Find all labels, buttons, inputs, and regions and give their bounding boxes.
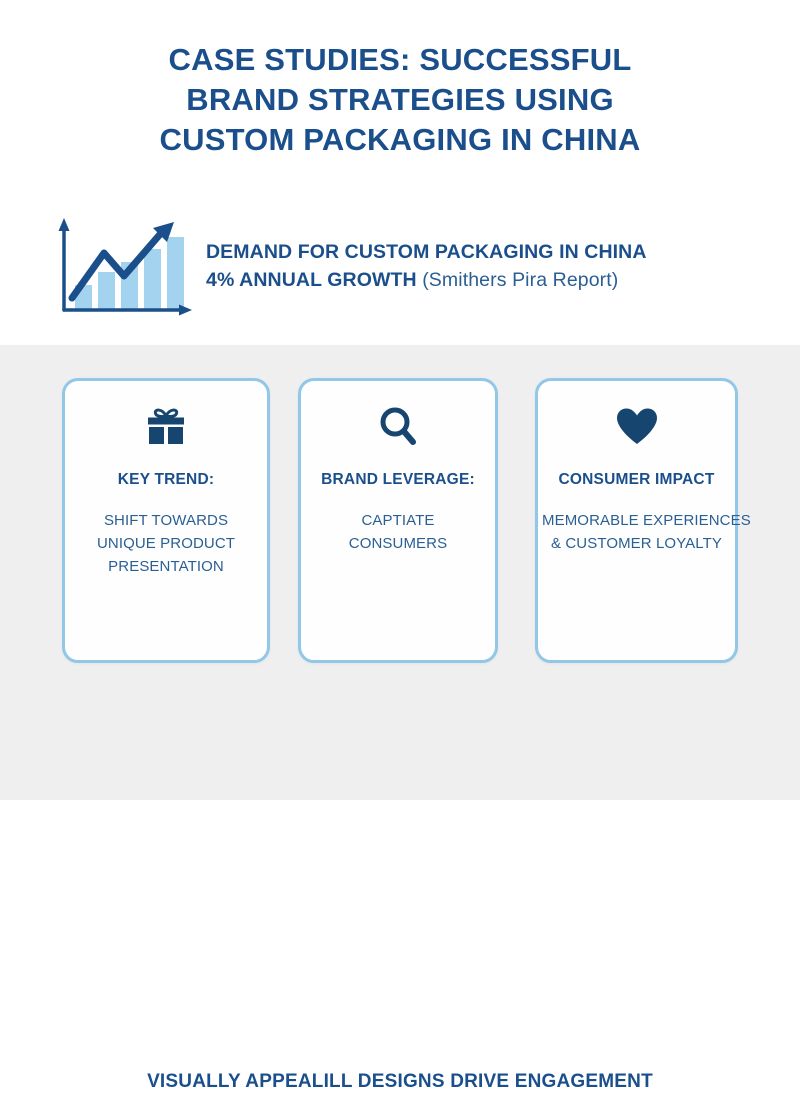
growth-chart-icon — [48, 212, 198, 327]
title-line-2: BRAND STRATEGIES USING — [186, 82, 614, 117]
card-body: SHIFT TOWARDS UNIQUE PRODUCT PRESENTATIO… — [69, 509, 263, 578]
card-heading: KEY TREND: — [117, 471, 215, 488]
heart-icon — [538, 403, 735, 451]
card-body-line: & CUSTOMER LOYALTY — [550, 535, 722, 552]
card-body-line: MEMORABLE EXPERIENCES — [542, 512, 751, 529]
card-brand-leverage: BRAND LEVERAGE: CAPTIATE CONSUMERS — [298, 378, 498, 663]
page-title: CASE STUDIES: SUCCESSFUL BRAND STRATEGIE… — [0, 40, 800, 160]
card-body-line: CONSUMERS — [348, 535, 448, 552]
card-body-line: UNIQUE PRODUCT — [96, 535, 236, 552]
card-body: MEMORABLE EXPERIENCES & CUSTOMER LOYALTY — [542, 509, 751, 555]
card-heading: BRAND LEVERAGE: — [321, 471, 475, 488]
stat-headline: DEMAND FOR CUSTOM PACKAGING IN CHINA — [206, 241, 647, 263]
gift-box-icon — [65, 403, 267, 451]
gray-section: KEY TREND: SHIFT TOWARDS UNIQUE PRODUCT … — [0, 345, 800, 1092]
stat-subline: 4% ANNUAL GROWTH (Smithers Pira Report) — [206, 266, 746, 296]
card-group: KEY TREND: SHIFT TOWARDS UNIQUE PRODUCT … — [62, 378, 751, 663]
stat-source-citation: (Smithers Pira Report) — [422, 269, 619, 291]
card-body-line: PRESENTATION — [108, 558, 224, 575]
card-body: CAPTIATE CONSUMERS — [305, 509, 491, 555]
stat-text: DEMAND FOR CUSTOM PACKAGING IN CHINA 4% … — [206, 238, 746, 296]
card-heading: CONSUMER IMPACT — [558, 471, 715, 488]
footer-tagline: VISUALLY APPEALILL DESIGNS DRIVE ENGAGEM… — [147, 1071, 653, 1092]
card-body-line: SHIFT TOWARDS — [103, 512, 229, 529]
card-consumer-impact: CONSUMER IMPACT MEMORABLE EXPERIENCES & … — [535, 378, 751, 663]
magnifying-glass-icon — [301, 403, 495, 451]
stat-growth-value: 4% ANNUAL GROWTH — [206, 269, 417, 291]
title-line-1: CASE STUDIES: SUCCESSFUL — [168, 42, 632, 77]
stat-row: DEMAND FOR CUSTOM PACKAGING IN CHINA 4% … — [48, 212, 748, 332]
card-body-line: CAPTIATE — [361, 512, 435, 529]
top-section: CASE STUDIES: SUCCESSFUL BRAND STRATEGIE… — [0, 0, 800, 345]
card-key-trend: KEY TREND: SHIFT TOWARDS UNIQUE PRODUCT … — [62, 378, 270, 663]
title-line-3: CUSTOM PACKAGING IN CHINA — [159, 122, 641, 157]
